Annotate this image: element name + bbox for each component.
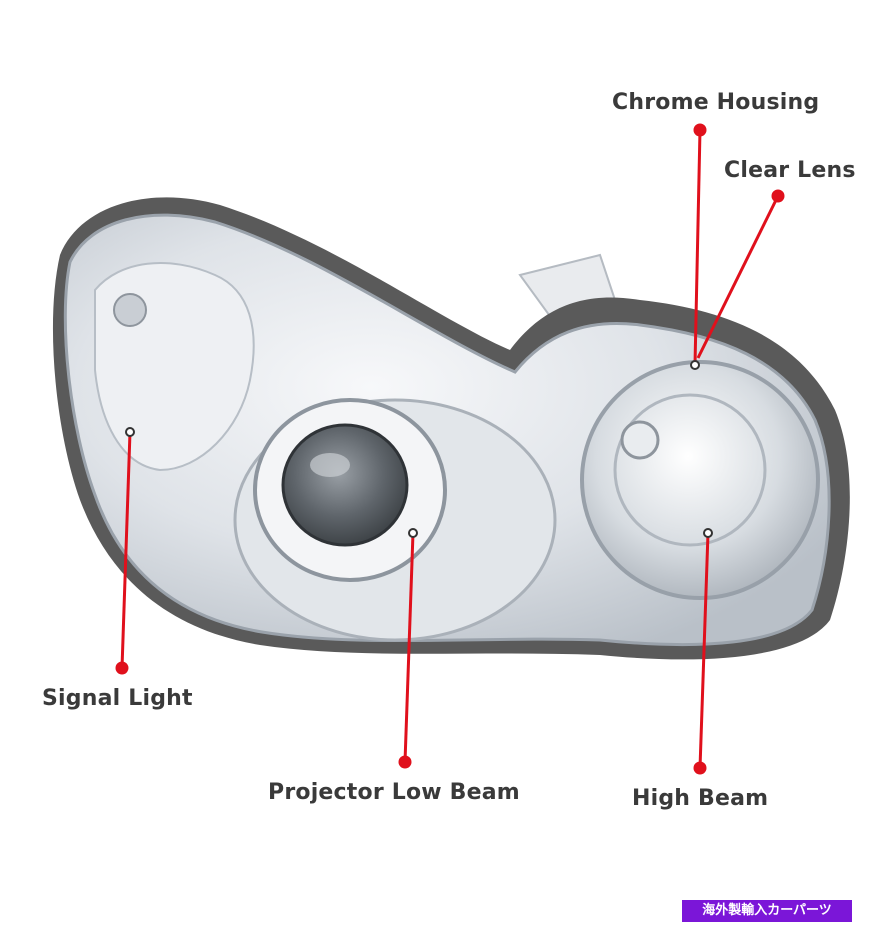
projector-glare	[310, 453, 350, 477]
watermark-badge: 海外製輸入カーパーツ	[682, 900, 852, 922]
callout-line-high-beam	[698, 532, 710, 769]
high-beam-reflector	[580, 360, 820, 600]
callout-end-chrome-housing	[690, 360, 700, 370]
callout-dot-projector	[398, 755, 412, 769]
callout-line-projector	[403, 532, 415, 763]
callout-end-high-beam	[703, 528, 713, 538]
callout-line-signal-light	[120, 431, 132, 669]
label-signal-light: Signal Light	[42, 686, 193, 711]
callout-end-projector	[408, 528, 418, 538]
callout-dot-clear-lens	[771, 189, 785, 203]
high-beam-bulb	[620, 420, 660, 460]
callout-line-clear-lens	[696, 195, 780, 359]
callout-dot-high-beam	[693, 761, 707, 775]
projector-lens	[281, 423, 409, 547]
callout-line-chrome-housing	[693, 129, 702, 366]
label-clear-lens: Clear Lens	[724, 158, 856, 183]
label-projector-low-beam: Projector Low Beam	[268, 780, 520, 805]
callout-dot-chrome-housing	[693, 123, 707, 137]
signal-bulb	[113, 293, 147, 327]
callout-end-signal-light	[125, 427, 135, 437]
callout-dot-signal-light	[115, 661, 129, 675]
high-beam-inner	[613, 393, 767, 547]
label-high-beam: High Beam	[632, 786, 769, 811]
label-chrome-housing: Chrome Housing	[612, 90, 820, 115]
